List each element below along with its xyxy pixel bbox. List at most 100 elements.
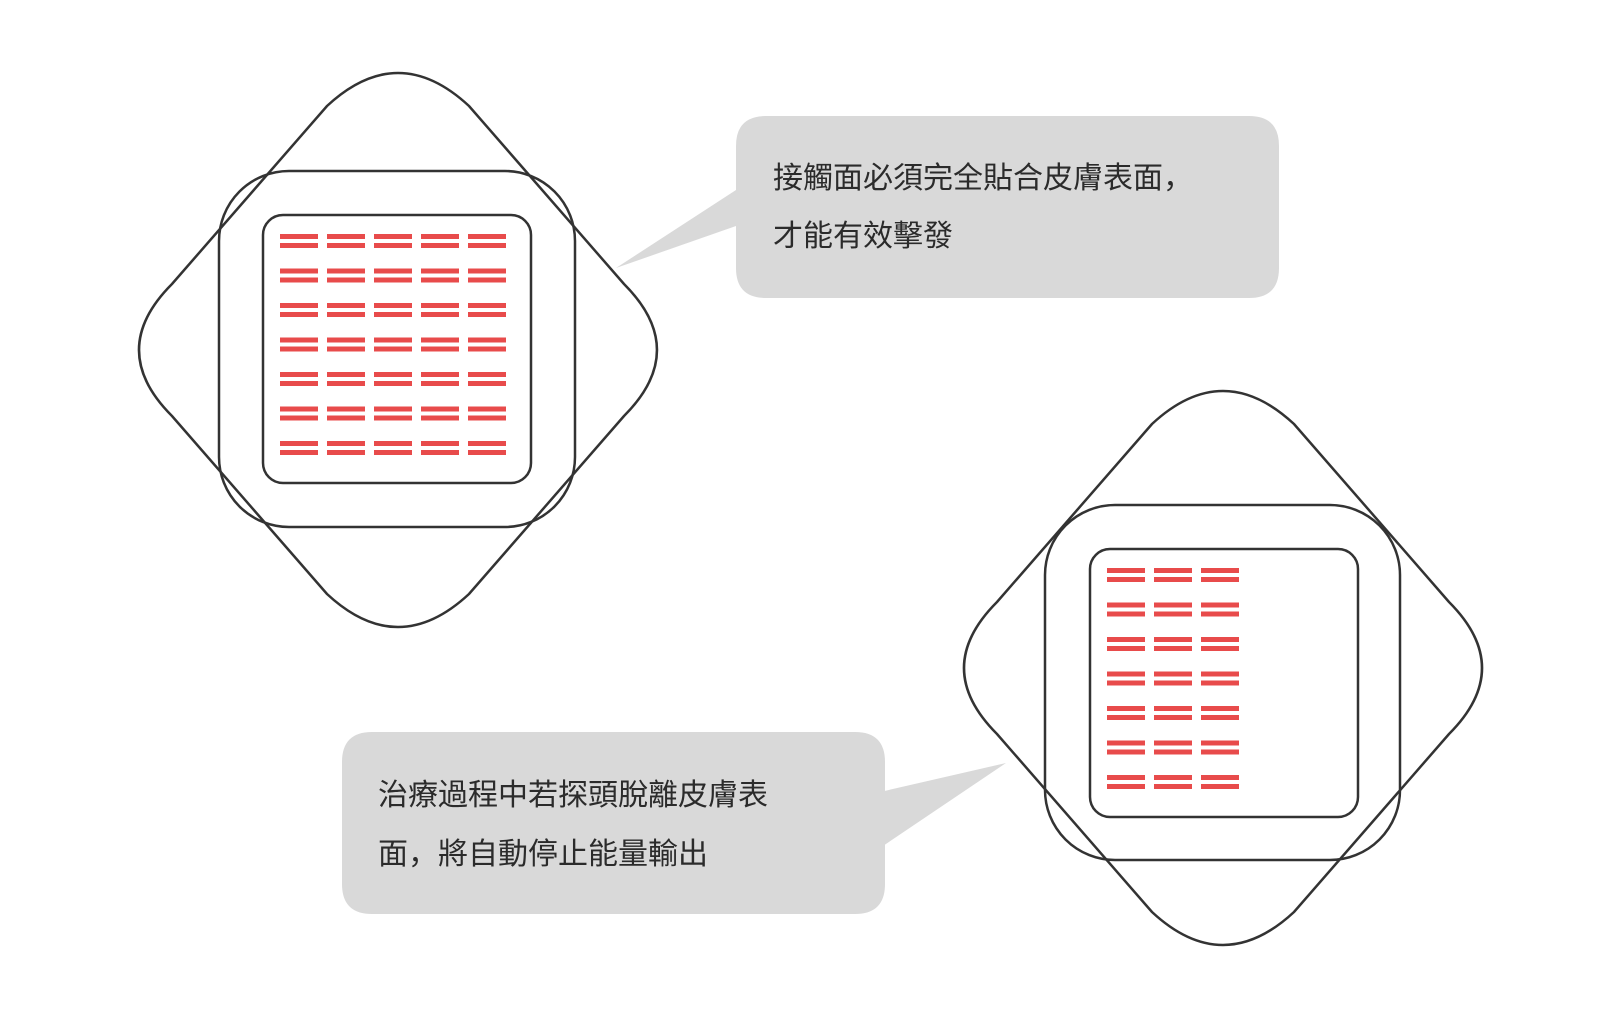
electrode-bar bbox=[1154, 706, 1192, 711]
electrode-bar bbox=[327, 268, 365, 274]
callout-line-2: 才能有效擊發 bbox=[773, 219, 953, 254]
electrode-bar bbox=[327, 234, 365, 239]
electrode-bar bbox=[468, 346, 506, 352]
electrode-bar bbox=[374, 406, 412, 412]
electrode-bar bbox=[374, 381, 412, 386]
electrode bbox=[1107, 775, 1145, 789]
electrode bbox=[1107, 740, 1145, 755]
electrode-bar bbox=[468, 312, 506, 317]
electrode-bar bbox=[374, 243, 412, 248]
electrode-bar bbox=[421, 312, 459, 317]
electrode-bar bbox=[1201, 568, 1239, 573]
electrode bbox=[1107, 568, 1145, 582]
electrode bbox=[468, 441, 506, 455]
electrode-bar bbox=[421, 415, 459, 421]
electrode-bar bbox=[327, 337, 365, 343]
electrode bbox=[1201, 568, 1239, 582]
electrode-grid bbox=[280, 234, 506, 455]
electrode bbox=[280, 234, 318, 248]
electrode-bar bbox=[1201, 577, 1239, 582]
callout-line-1: 治療過程中若探頭脫離皮膚表 bbox=[378, 778, 768, 813]
electrode-bar bbox=[280, 450, 318, 455]
electrode bbox=[421, 406, 459, 421]
electrode bbox=[1201, 740, 1239, 755]
callout-line-2: 面，將自動停止能量輸出 bbox=[378, 837, 708, 872]
callout-partial-contact: 治療過程中若探頭脫離皮膚表 面，將自動停止能量輸出 bbox=[342, 732, 1006, 914]
electrode-bar bbox=[374, 234, 412, 239]
electrode-bar bbox=[468, 243, 506, 248]
electrode-grid bbox=[1107, 568, 1239, 789]
electrode bbox=[1154, 671, 1192, 686]
electrode-bar bbox=[1154, 740, 1192, 746]
electrode-bar bbox=[1107, 611, 1145, 617]
electrode-bar bbox=[1201, 740, 1239, 746]
electrode bbox=[374, 372, 412, 386]
probe-housing-ring bbox=[217, 169, 577, 529]
probe-partial-contact bbox=[962, 389, 1484, 947]
electrode-bar bbox=[1154, 671, 1192, 677]
electrode-bar bbox=[327, 441, 365, 446]
electrode-bar bbox=[327, 381, 365, 386]
electrode bbox=[1154, 775, 1192, 789]
electrode-bar bbox=[1201, 715, 1239, 720]
electrode-bar bbox=[1107, 775, 1145, 780]
electrode-bar bbox=[1154, 577, 1192, 582]
electrode-bar bbox=[1107, 671, 1145, 677]
electrode bbox=[468, 406, 506, 421]
electrode-bar bbox=[468, 406, 506, 412]
electrode bbox=[1201, 637, 1239, 651]
electrode bbox=[327, 234, 365, 248]
electrode-bar bbox=[1201, 775, 1239, 780]
electrode-bar bbox=[327, 415, 365, 421]
electrode bbox=[421, 303, 459, 317]
electrode bbox=[421, 268, 459, 283]
electrode-bar bbox=[1107, 706, 1145, 711]
electrode-bar bbox=[468, 268, 506, 274]
electrode-bar bbox=[327, 406, 365, 412]
electrode bbox=[374, 337, 412, 352]
electrode-bar bbox=[1154, 646, 1192, 651]
electrode-bar bbox=[468, 415, 506, 421]
electrode-bar bbox=[421, 441, 459, 446]
electrode-bar bbox=[1201, 784, 1239, 789]
electrode-bar bbox=[280, 346, 318, 352]
electrode-bar bbox=[374, 277, 412, 283]
electrode-bar bbox=[374, 312, 412, 317]
electrode-bar bbox=[468, 234, 506, 239]
electrode-bar bbox=[374, 450, 412, 455]
electrode-bar bbox=[468, 450, 506, 455]
electrode-bar bbox=[374, 346, 412, 352]
electrode bbox=[468, 303, 506, 317]
electrode-bar bbox=[468, 303, 506, 308]
electrode bbox=[280, 441, 318, 455]
electrode bbox=[1201, 775, 1239, 789]
electrode bbox=[1154, 740, 1192, 755]
electrode-bar bbox=[1201, 671, 1239, 677]
electrode bbox=[1107, 602, 1145, 617]
electrode-bar bbox=[1154, 749, 1192, 755]
electrode-bar bbox=[1107, 749, 1145, 755]
electrode-bar bbox=[327, 277, 365, 283]
probe-housing-ring bbox=[1043, 503, 1402, 862]
electrode-bar bbox=[468, 337, 506, 343]
electrode bbox=[421, 337, 459, 352]
electrode-bar bbox=[374, 372, 412, 377]
electrode bbox=[327, 268, 365, 283]
electrode bbox=[1154, 706, 1192, 720]
electrode bbox=[421, 372, 459, 386]
electrode-bar bbox=[374, 415, 412, 421]
contact-surface bbox=[1088, 547, 1360, 819]
electrode bbox=[374, 303, 412, 317]
callout-full-contact: 接觸面必須完全貼合皮膚表面， 才能有效擊發 bbox=[616, 116, 1279, 298]
electrode-bar bbox=[1154, 775, 1192, 780]
electrode bbox=[280, 406, 318, 421]
electrode-bar bbox=[280, 312, 318, 317]
electrode-bar bbox=[1154, 715, 1192, 720]
electrode-bar bbox=[280, 415, 318, 421]
electrode-bar bbox=[1154, 784, 1192, 789]
electrode bbox=[1107, 671, 1145, 686]
electrode-bar bbox=[1201, 602, 1239, 608]
electrode-bar bbox=[1201, 680, 1239, 686]
electrode-bar bbox=[280, 406, 318, 412]
